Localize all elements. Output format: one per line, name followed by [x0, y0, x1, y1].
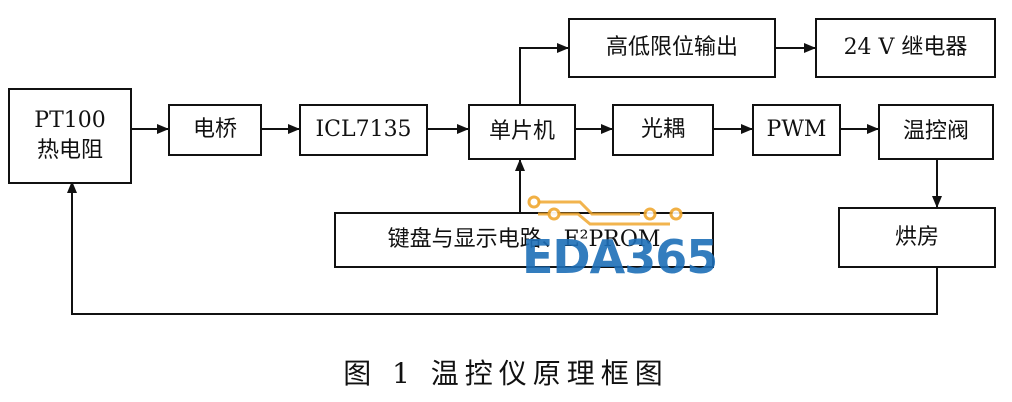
pwm-label: PWM: [766, 117, 827, 143]
pt100-sensor-block: PT100 热电阻: [8, 88, 132, 184]
adc-label: ICL7135: [315, 117, 412, 143]
bridge-block: 电桥: [168, 104, 262, 156]
relay-block: 24 V 继电器: [815, 18, 996, 78]
watermark-text: EDA365: [522, 230, 718, 284]
pwm-block: PWM: [752, 104, 841, 156]
oven-block: 烘房: [838, 207, 996, 268]
limit-output-block: 高低限位输出: [568, 18, 776, 78]
figure-caption: 图 1 温控仪原理框图: [343, 357, 669, 390]
valve-label: 温控阀: [902, 119, 969, 145]
arrow-oven-feedback: [67, 181, 938, 315]
optocoupler-block: 光耦: [612, 104, 714, 156]
relay-label: 24 V 继电器: [843, 35, 968, 61]
watermark: EDA365: [520, 194, 718, 286]
arrow-mcu-limit: [519, 43, 569, 104]
mcu-block: 单片机: [468, 104, 576, 160]
circuit-trace-icon: [527, 195, 683, 226]
keyboard-display-block: 键盘与显示电路、E²PROM: [334, 212, 714, 268]
adc-block: ICL7135: [299, 104, 428, 156]
valve-block: 温控阀: [878, 104, 994, 160]
bridge-label: 电桥: [192, 117, 237, 143]
pt100-label: PT100: [34, 108, 106, 134]
mcu-label: 单片机: [488, 119, 555, 145]
thermal-resistor-label: 热电阻: [36, 138, 103, 163]
oven-label: 烘房: [894, 224, 939, 250]
optocoupler-label: 光耦: [640, 117, 685, 143]
keyboard-display-label: 键盘与显示电路、E²PROM: [387, 227, 661, 253]
limit-output-label: 高低限位输出: [605, 35, 738, 61]
